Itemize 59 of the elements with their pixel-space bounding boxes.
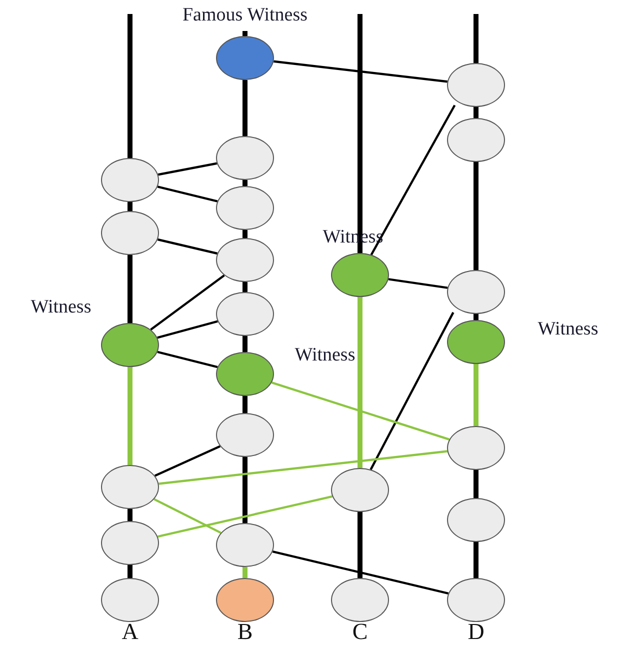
timeline-line <box>242 282 248 292</box>
column-label: C <box>352 619 368 645</box>
timeline-line <box>474 314 478 320</box>
connector-line <box>158 495 332 538</box>
timeline-line <box>128 14 132 158</box>
timeline-line <box>474 107 478 118</box>
event-circle <box>101 323 159 367</box>
event-circle <box>447 118 505 162</box>
timeline-line <box>242 336 248 352</box>
connector-line <box>157 238 218 255</box>
timeline-line <box>474 14 478 63</box>
connector-line <box>154 498 222 534</box>
timeline-line <box>474 470 478 498</box>
timeline-line <box>128 565 132 578</box>
connector-line <box>388 278 448 289</box>
timeline-line <box>128 509 132 521</box>
timeline-line <box>128 367 132 465</box>
event-caption: Witness <box>294 346 356 366</box>
connector-line <box>154 445 221 477</box>
column-label: B <box>237 619 253 645</box>
connector-line <box>271 382 450 440</box>
timeline-line <box>358 14 362 253</box>
timeline-line <box>242 180 248 186</box>
connector-line <box>158 162 218 176</box>
connector-line <box>150 274 225 331</box>
connector-line <box>274 60 448 83</box>
timeline-line <box>474 542 478 578</box>
column-label: D <box>468 619 484 645</box>
connector-line <box>157 320 218 339</box>
event-circle <box>216 352 274 396</box>
timeline-line <box>242 31 248 36</box>
connector-line <box>370 104 456 256</box>
timeline-line <box>128 255 132 323</box>
timeline-line <box>242 396 248 413</box>
connector-line <box>370 312 454 470</box>
event-circle <box>216 413 274 457</box>
event-circle <box>447 320 505 364</box>
event-circle <box>216 238 274 282</box>
timeline-line <box>474 162 478 270</box>
event-caption: Famous Witness <box>182 6 308 26</box>
event-caption: Witness <box>30 298 92 318</box>
timeline-line <box>358 512 362 578</box>
connector-line <box>272 550 449 594</box>
timeline-line <box>358 297 362 468</box>
column-label: A <box>122 619 138 645</box>
timeline-line <box>242 80 248 136</box>
connector-line <box>158 450 448 485</box>
event-circle <box>447 426 505 470</box>
connector-line <box>157 186 218 202</box>
event-circle <box>216 523 274 567</box>
timeline-line <box>474 364 478 426</box>
timeline-line <box>242 230 248 238</box>
timeline-line <box>242 567 248 578</box>
event-circle <box>101 465 159 509</box>
timeline-line <box>128 202 132 211</box>
event-caption: Witness <box>538 320 598 340</box>
connector-line <box>157 350 218 368</box>
timeline-line <box>242 457 248 523</box>
event-circle <box>331 578 389 622</box>
